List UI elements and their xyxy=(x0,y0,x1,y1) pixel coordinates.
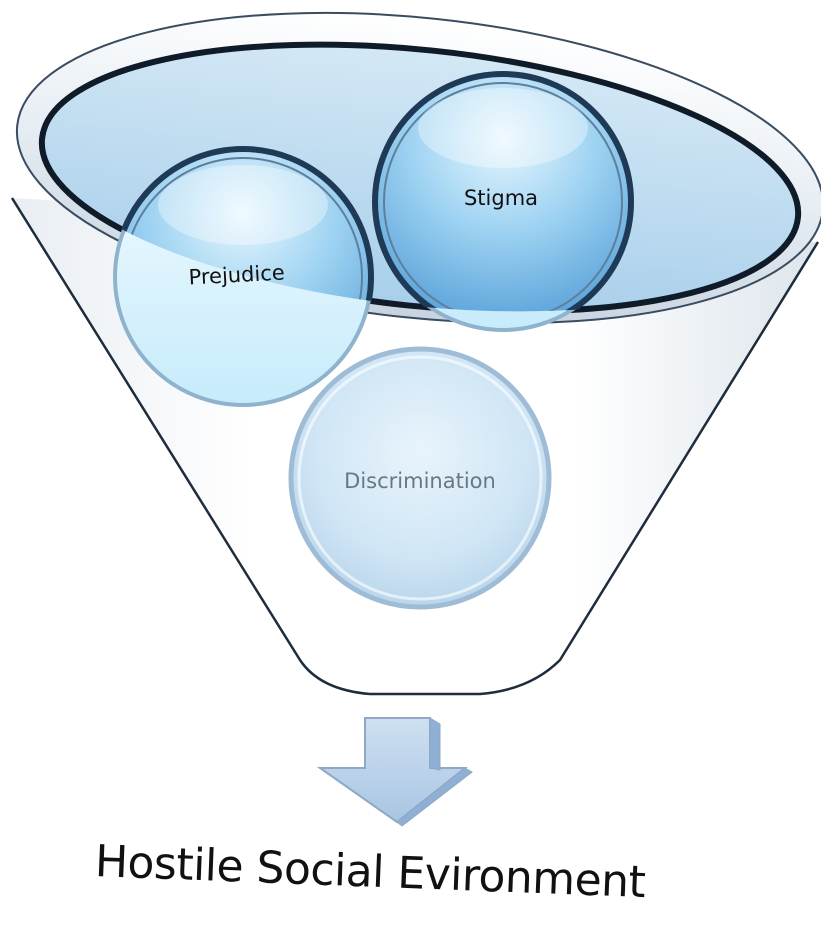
prejudice-bubble: Prejudice xyxy=(112,146,374,407)
down-arrow-icon xyxy=(316,717,473,827)
stigma-label: Stigma xyxy=(464,186,538,210)
prejudice-label: Prejudice xyxy=(188,261,285,290)
discrimination-label: Discrimination xyxy=(344,469,496,493)
stigma-bubble: Stigma xyxy=(372,71,634,333)
discrimination-bubble: Discrimination xyxy=(288,346,552,610)
